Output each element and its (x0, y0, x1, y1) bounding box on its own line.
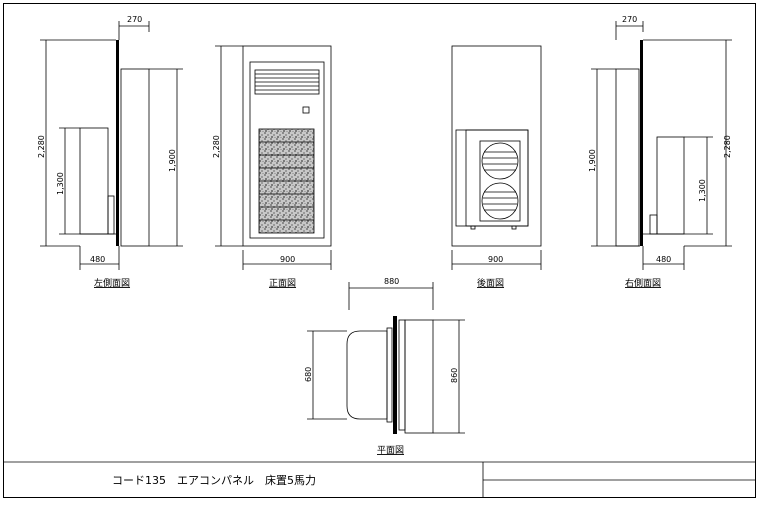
plan-panel (393, 316, 397, 434)
left-side-dim-height-unit: 1,300 (56, 172, 65, 195)
plan-bracket (386, 327, 393, 423)
plan-dim-width: 880 (384, 277, 399, 286)
rear-caption: 後面図 (477, 277, 504, 289)
front-caption: 正面図 (269, 278, 296, 289)
front-dim-width: 900 (280, 255, 295, 264)
rear-fan-frame (479, 140, 521, 222)
plan-dim-depth-unit: 680 (304, 367, 313, 382)
left-side-dim-height-total: 2,280 (37, 135, 46, 158)
right-side-caption: 右側面図 (625, 277, 661, 289)
plan-panel-frame (398, 319, 406, 431)
left-side-dim-top: 270 (127, 15, 142, 24)
plan-caption: 平面図 (377, 445, 404, 456)
left-side-panel (116, 40, 119, 246)
left-side-caption: 左側面図 (94, 277, 130, 289)
rear-fan-lower (481, 182, 519, 220)
rear-foot-right (511, 225, 517, 230)
right-side-dim-top: 270 (622, 15, 637, 24)
right-side-bracket (649, 214, 658, 235)
front-switch (302, 106, 310, 114)
right-side-panel (640, 40, 643, 246)
title-block (3, 461, 756, 498)
plan-outdoor-unit (346, 330, 388, 420)
right-side-dim-height-panel: 1,900 (588, 149, 597, 172)
left-side-bracket (107, 195, 115, 235)
title-block-title: コード135 エアコンパネル 床置5馬力 (112, 473, 316, 487)
plan-indoor-unit (404, 319, 434, 434)
left-side-dim-bottom: 480 (90, 255, 105, 264)
left-side-view (40, 21, 183, 270)
rear-dim-width: 900 (488, 255, 503, 264)
sheet-border (3, 3, 756, 498)
rear-foot-left (470, 225, 476, 230)
right-side-dim-height-unit: 1,300 (698, 179, 707, 202)
front-inner-frame (249, 61, 325, 239)
right-side-outdoor-unit (656, 136, 685, 235)
rear-outdoor-unit (455, 129, 529, 227)
right-side-indoor-unit (615, 68, 640, 247)
front-dim-height: 2,280 (212, 135, 221, 158)
plan-dim-depth-total: 860 (450, 368, 459, 383)
left-side-indoor-unit (120, 68, 150, 247)
rear-view (451, 45, 542, 270)
front-outer-frame (242, 45, 332, 247)
right-side-view (591, 21, 732, 270)
left-side-outdoor-unit (79, 127, 109, 235)
rear-unit-inner (465, 129, 529, 227)
right-side-dim-height-total: 2,280 (723, 135, 732, 158)
rear-fan-upper (481, 142, 519, 180)
plan-view (307, 282, 465, 434)
right-side-dim-bottom: 480 (656, 255, 671, 264)
left-side-dim-height-panel: 1,900 (168, 149, 177, 172)
rear-outer-frame (451, 45, 542, 247)
front-view (215, 45, 332, 270)
